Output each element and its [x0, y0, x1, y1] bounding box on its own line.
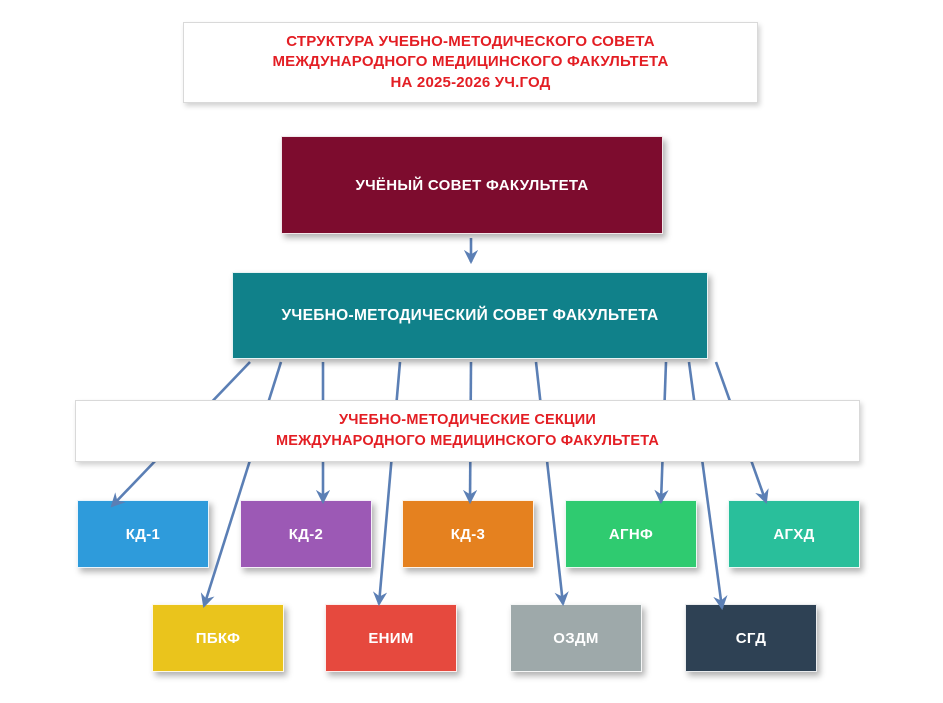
slide-title-line-2: МЕЖДУНАРОДНОГО МЕДИЦИНСКОГО ФАКУЛЬТЕТА: [272, 53, 669, 71]
section-box-ozdm: ОЗДМ: [510, 604, 642, 672]
slide-title-line-3: НА 2025-2026 УЧ.ГОД: [390, 73, 551, 91]
section-label-kd-1: КД-1: [125, 525, 161, 543]
node-academic-council: УЧЁНЫЙ СОВЕТ ФАКУЛЬТЕТА: [281, 136, 663, 234]
section-box-kd-1: КД-1: [77, 500, 209, 568]
section-box-kd-3: КД-3: [402, 500, 534, 568]
arrow-council-to-ozdm: [534, 361, 569, 607]
section-label-pbkf: ПБКФ: [195, 629, 241, 647]
arrow-council-to-sgd: [687, 361, 728, 611]
section-label-kd-3: КД-3: [450, 525, 486, 543]
section-label-agnf: АГНФ: [608, 525, 654, 543]
slide-title: СТРУКТУРА УЧЕБНО-МЕТОДИЧЕСКОГО СОВЕТА МЕ…: [183, 22, 758, 103]
slide-title-line-1: СТРУКТУРА УЧЕБНО-МЕТОДИЧЕСКОГО СОВЕТА: [286, 32, 655, 50]
section-label-enim: ЕНИМ: [368, 629, 414, 647]
section-label-kd-2: КД-2: [288, 525, 324, 543]
section-box-pbkf: ПБКФ: [152, 604, 284, 672]
section-label-sgd: СГД: [735, 629, 767, 647]
node-methodical-council: УЧЕБНО-МЕТОДИЧЕСКИЙ СОВЕТ ФАКУЛЬТЕТА: [232, 272, 708, 359]
section-box-enim: ЕНИМ: [325, 604, 457, 672]
section-box-aghd: АГХД: [728, 500, 860, 568]
sections-banner-line-1: УЧЕБНО-МЕТОДИЧЕСКИЕ СЕКЦИИ: [339, 412, 596, 428]
section-box-agnf: АГНФ: [565, 500, 697, 568]
section-label-ozdm: ОЗДМ: [553, 629, 599, 647]
section-box-sgd: СГД: [685, 604, 817, 672]
section-label-aghd: АГХД: [773, 525, 815, 543]
node-academic-council-label: УЧЁНЫЙ СОВЕТ ФАКУЛЬТЕТА: [355, 176, 589, 194]
arrow-council-to-enim: [372, 361, 402, 607]
arrow-council-to-pbkf: [200, 361, 283, 609]
sections-banner-line-2: МЕЖДУНАРОДНОГО МЕДИЦИНСКОГО ФАКУЛЬТЕТА: [275, 433, 660, 449]
node-methodical-council-label: УЧЕБНО-МЕТОДИЧЕСКИЙ СОВЕТ ФАКУЛЬТЕТА: [281, 306, 659, 324]
sections-banner: УЧЕБНО-МЕТОДИЧЕСКИЕ СЕКЦИИ МЕЖДУНАРОДНОГ…: [75, 400, 860, 462]
section-box-kd-2: КД-2: [240, 500, 372, 568]
